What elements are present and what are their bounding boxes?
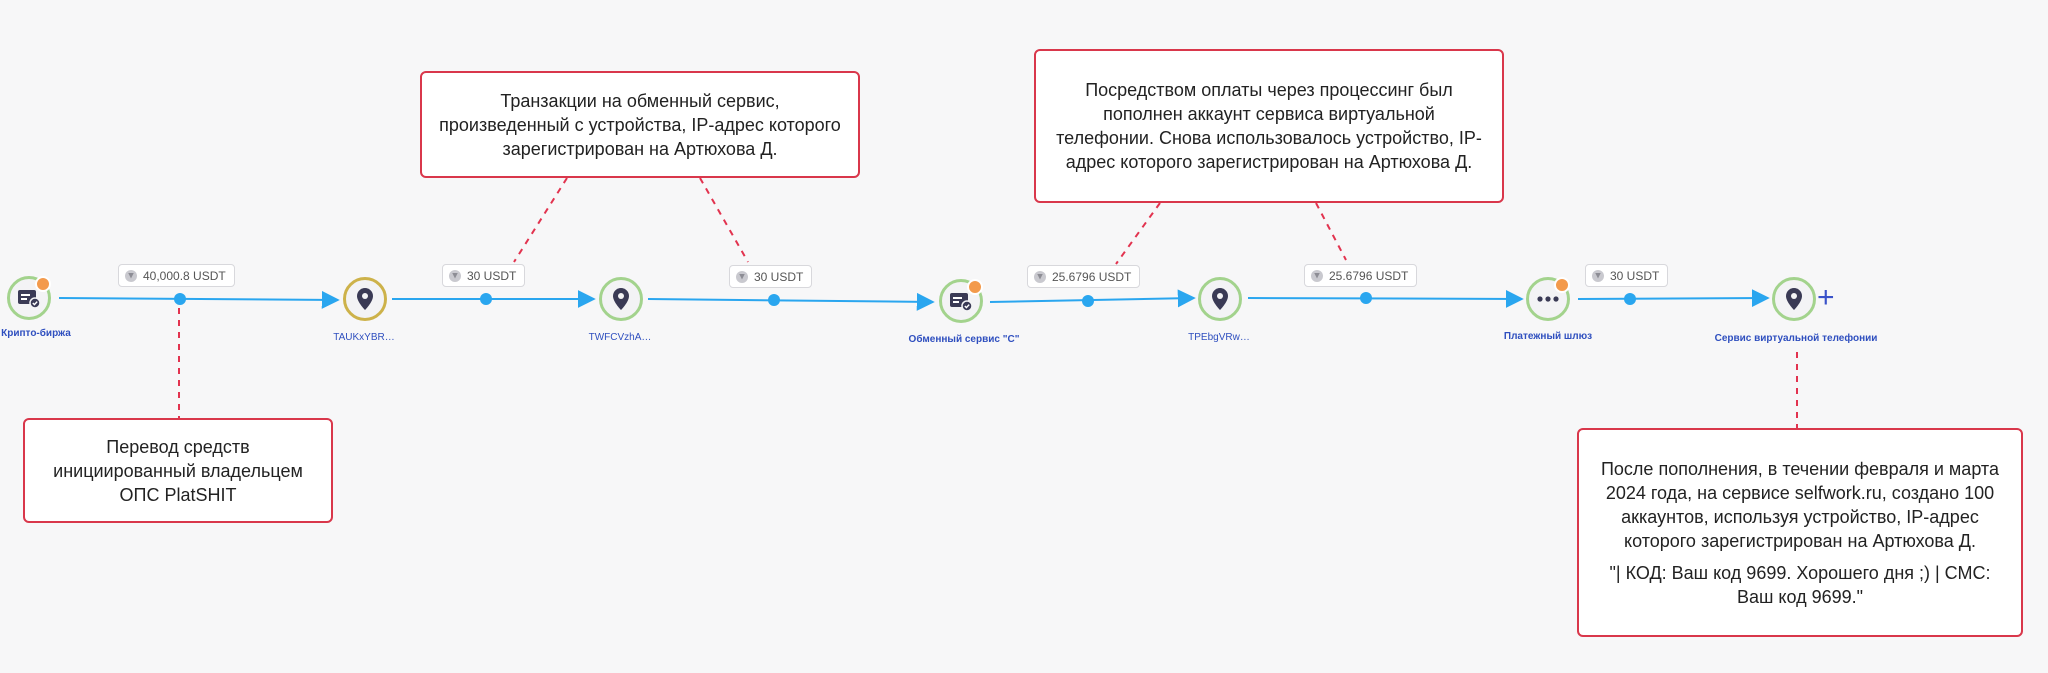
connector-topup-a: [1115, 202, 1161, 265]
amount-badge[interactable]: 25.6796 USDT: [1304, 264, 1418, 287]
amount-badge[interactable]: 40,000.8 USDT: [118, 264, 235, 287]
edge-5-dot: [1360, 292, 1372, 304]
callout-text: Транзакции на обменный сервис, произведе…: [439, 90, 841, 159]
node-label: Платежный шлюз: [1503, 331, 1593, 342]
amount-badge[interactable]: 30 USDT: [729, 265, 813, 288]
edge-6-dot: [1624, 293, 1636, 305]
callout-initiation: Перевод средств инициированный владельце…: [23, 418, 333, 523]
tron-coin-icon: [1311, 269, 1323, 282]
node-label: TWFCVzhA…: [588, 332, 652, 343]
tron-coin-icon: [1592, 269, 1604, 282]
node-label: TAUKxYBR…: [333, 332, 395, 343]
node-crypto-exchange[interactable]: [7, 276, 51, 320]
amount-value: 30 USDT: [1610, 268, 1660, 283]
location-pin-icon: [1786, 288, 1802, 310]
callout-text: После пополнения, в течении февраля и ма…: [1600, 458, 1999, 551]
edge-2-dot: [480, 293, 492, 305]
more-dots-icon: [1537, 296, 1559, 302]
connector-exchange-b: [699, 177, 749, 263]
amount-badge[interactable]: 30 USDT: [1585, 264, 1669, 287]
amount-value: 25.6796 USDT: [1052, 269, 1132, 284]
node-label: Обменный сервис "С": [908, 334, 1020, 345]
callout-exchange: Транзакции на обменный сервис, произведе…: [420, 71, 860, 178]
amount-badge[interactable]: 25.6796 USDT: [1027, 265, 1141, 288]
edge-3-dot: [768, 294, 780, 306]
node-label: TPEbgVRw…: [1188, 332, 1250, 343]
location-pin-icon: [357, 288, 373, 310]
tron-coin-icon: [449, 269, 461, 282]
amount-value: 25.6796 USDT: [1329, 268, 1409, 283]
node-label: Крипто-биржа: [1, 328, 71, 339]
alert-dot: [35, 276, 51, 292]
node-virtual-telephony[interactable]: [1772, 277, 1816, 321]
edge-5: [1247, 289, 1524, 308]
amount-value: 30 USDT: [467, 268, 517, 283]
tron-coin-icon: [736, 270, 748, 283]
callout-telephony-topup: Посредством оплаты через процессинг был …: [1034, 49, 1504, 203]
alert-dot: [1554, 277, 1570, 293]
node-address-taukxybr[interactable]: [343, 277, 387, 321]
amount-badge[interactable]: 30 USDT: [442, 264, 526, 287]
edge-1: [58, 290, 340, 309]
location-pin-icon: [1212, 288, 1228, 310]
amount-value: 40,000.8 USDT: [143, 268, 226, 283]
add-node-button[interactable]: +: [1817, 281, 1835, 314]
node-exchange-service-c[interactable]: [939, 279, 983, 323]
tron-coin-icon: [1034, 270, 1046, 283]
callout-sms-text: "| КОД: Ваш код 9699. Хорошего дня ;) | …: [1609, 562, 1991, 607]
node-address-twfcvzha[interactable]: [599, 277, 643, 321]
amount-value: 30 USDT: [754, 269, 804, 284]
node-payment-gateway[interactable]: [1526, 277, 1570, 321]
connector-exchange-a: [513, 177, 568, 263]
exchange-card-icon: [950, 293, 973, 311]
exchange-card-icon: [18, 290, 41, 308]
node-address-tpebgvrw[interactable]: [1198, 277, 1242, 321]
alert-dot: [967, 279, 983, 295]
edge-1-dot: [174, 293, 186, 305]
edge-3: [647, 292, 935, 311]
edge-6: [1577, 289, 1770, 308]
edge-4-dot: [1082, 295, 1094, 307]
callout-text: Посредством оплаты через процессинг был …: [1056, 80, 1482, 172]
connector-topup-b: [1315, 202, 1347, 261]
callout-text: Перевод средств инициированный владельце…: [53, 436, 303, 505]
callout-accounts: После пополнения, в течении февраля и ма…: [1577, 428, 2023, 637]
node-label: Сервис виртуальной телефонии: [1714, 333, 1878, 344]
tron-coin-icon: [125, 269, 137, 282]
location-pin-icon: [613, 288, 629, 310]
